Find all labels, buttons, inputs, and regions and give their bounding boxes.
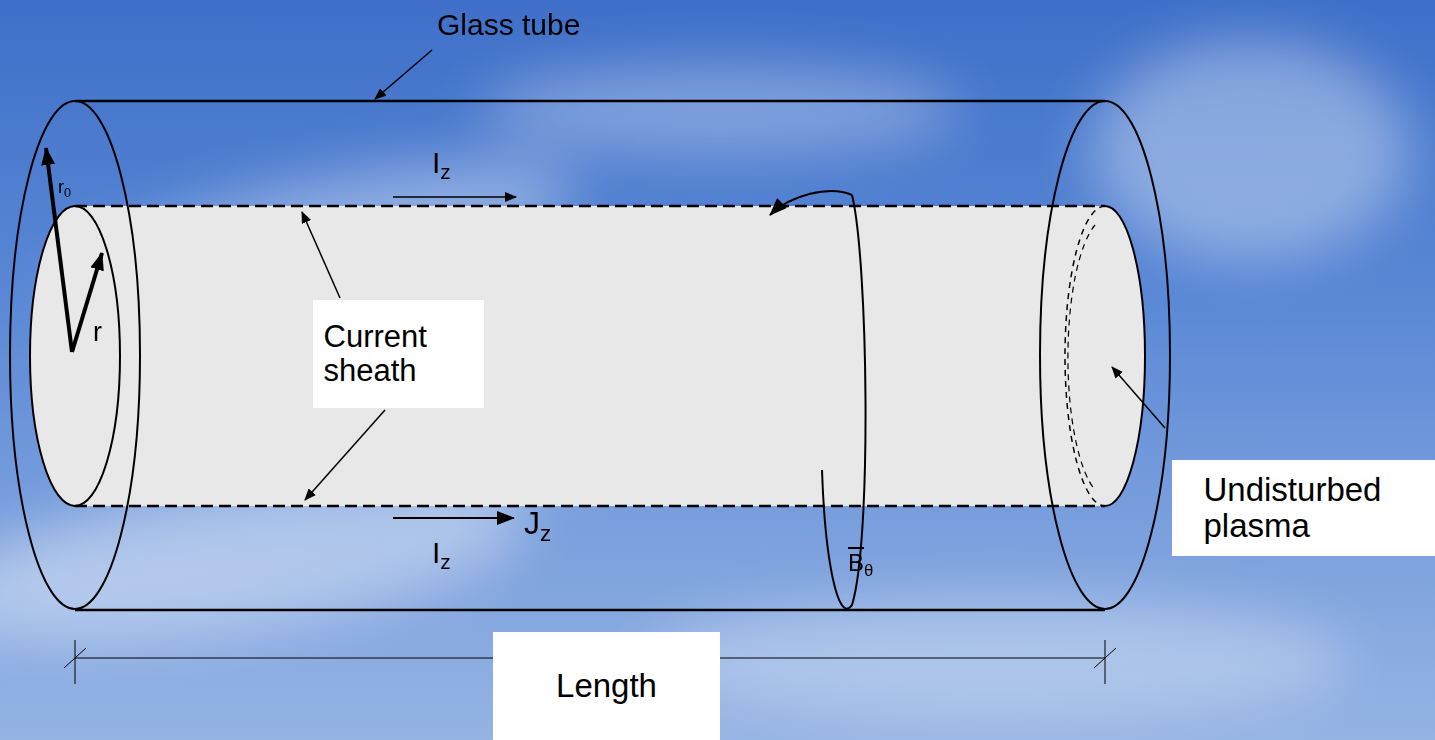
current-label: Iz xyxy=(432,536,451,569)
sheath-end-hidden xyxy=(1068,225,1095,490)
sheath-end xyxy=(30,206,120,506)
radius-arrow xyxy=(46,148,72,352)
dimension-tick xyxy=(75,640,76,684)
tube-end xyxy=(1040,101,1170,609)
label-main: I xyxy=(432,536,440,569)
leader-line xyxy=(305,410,385,500)
label-main: B xyxy=(848,549,864,576)
label-subscript: θ xyxy=(864,561,873,580)
tube-wall xyxy=(75,609,1105,612)
radius-arrow xyxy=(72,253,102,352)
dimension-label: Length xyxy=(556,668,657,704)
leader-line xyxy=(302,212,340,298)
label-subscript: 0 xyxy=(64,186,71,200)
radius-label: r0 xyxy=(58,178,71,198)
leader-line xyxy=(1112,367,1165,428)
sheath-end xyxy=(1105,206,1145,506)
plasma-column xyxy=(30,206,1145,506)
tube-wall xyxy=(75,100,1105,103)
field-label: Bθ xyxy=(848,550,873,576)
part-label: Undisturbed plasma xyxy=(1204,472,1404,545)
label-main: I xyxy=(432,146,440,179)
dimension-tick xyxy=(1105,640,1106,684)
label-subscript: z xyxy=(440,160,451,183)
field-loop xyxy=(770,191,852,215)
tube-end xyxy=(10,101,140,609)
part-label: Current sheath xyxy=(324,320,474,388)
radius-label: r xyxy=(93,318,102,348)
field-loop xyxy=(822,195,866,609)
part-label: Glass tube xyxy=(437,8,580,41)
sheath-line xyxy=(75,505,1105,508)
current-arrow xyxy=(393,196,516,198)
label-main: r xyxy=(58,177,64,197)
label-patch: Undisturbed plasma xyxy=(1172,460,1435,556)
current-label: Iz xyxy=(432,146,451,179)
current-density-label: Jz xyxy=(524,506,551,541)
label-subscript: z xyxy=(440,550,451,573)
label-patch: Length xyxy=(493,632,720,740)
label-main: J xyxy=(524,505,540,541)
label-patch: Current sheath xyxy=(313,300,484,408)
sheath-end-hidden xyxy=(1065,206,1105,506)
dimension-tick xyxy=(1094,648,1116,668)
label-subscript: z xyxy=(540,521,551,546)
current-arrow xyxy=(393,517,514,519)
sheath-line xyxy=(75,205,1105,208)
dimension-tick xyxy=(64,648,86,668)
leader-line xyxy=(375,50,432,99)
